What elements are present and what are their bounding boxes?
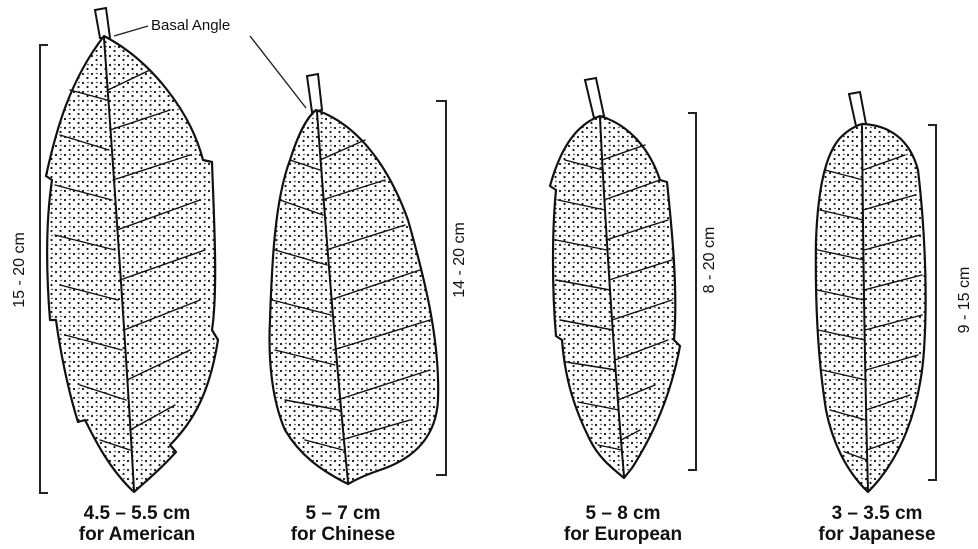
- petiole-american: [95, 8, 110, 38]
- length-label-american: 15 - 20 cm: [11, 232, 28, 308]
- petiole-chinese: [307, 74, 322, 112]
- leaf-blade-american: [46, 36, 218, 492]
- length-label-chinese: 14 - 20 cm: [451, 222, 468, 298]
- width-label-japanese: 3 – 3.5 cm: [782, 503, 972, 524]
- leaf-chinese: [270, 74, 439, 484]
- length-bracket-american: 15 - 20 cm: [11, 45, 48, 493]
- length-bracket-chinese: 14 - 20 cm: [436, 101, 468, 475]
- length-label-european: 8 - 20 cm: [701, 227, 718, 294]
- basal-angle-label: Basal Angle: [151, 17, 230, 34]
- leaf-blade-chinese: [270, 110, 439, 484]
- leaf-blade-european: [550, 116, 680, 478]
- leaf-american: [46, 8, 218, 492]
- bracket: [688, 113, 696, 470]
- callout-line-chinese: [250, 36, 306, 108]
- leaf-blade-japanese: [816, 124, 926, 492]
- petiole-european: [585, 78, 604, 118]
- width-label-chinese: 5 – 7 cm: [248, 503, 438, 524]
- width-label-european: 5 – 8 cm: [528, 503, 718, 524]
- caption-japanese: 3 – 3.5 cm for Japanese: [782, 503, 972, 545]
- length-label-japanese: 9 - 15 cm: [956, 267, 973, 334]
- species-label-american: for American: [42, 524, 232, 545]
- species-label-japanese: for Japanese: [782, 524, 972, 545]
- petiole-japanese: [849, 92, 866, 126]
- species-label-european: for European: [528, 524, 718, 545]
- width-label-american: 4.5 – 5.5 cm: [42, 503, 232, 524]
- length-bracket-japanese: 9 - 15 cm: [928, 125, 973, 480]
- caption-european: 5 – 8 cm for European: [528, 503, 718, 545]
- bracket: [436, 101, 446, 475]
- leaf-japanese: [816, 92, 926, 492]
- species-label-chinese: for Chinese: [248, 524, 438, 545]
- length-bracket-european: 8 - 20 cm: [688, 113, 718, 470]
- callout-line-american: [114, 26, 148, 36]
- leaf-european: [550, 78, 680, 478]
- caption-american: 4.5 – 5.5 cm for American: [42, 503, 232, 545]
- bracket: [928, 125, 936, 480]
- caption-chinese: 5 – 7 cm for Chinese: [248, 503, 438, 545]
